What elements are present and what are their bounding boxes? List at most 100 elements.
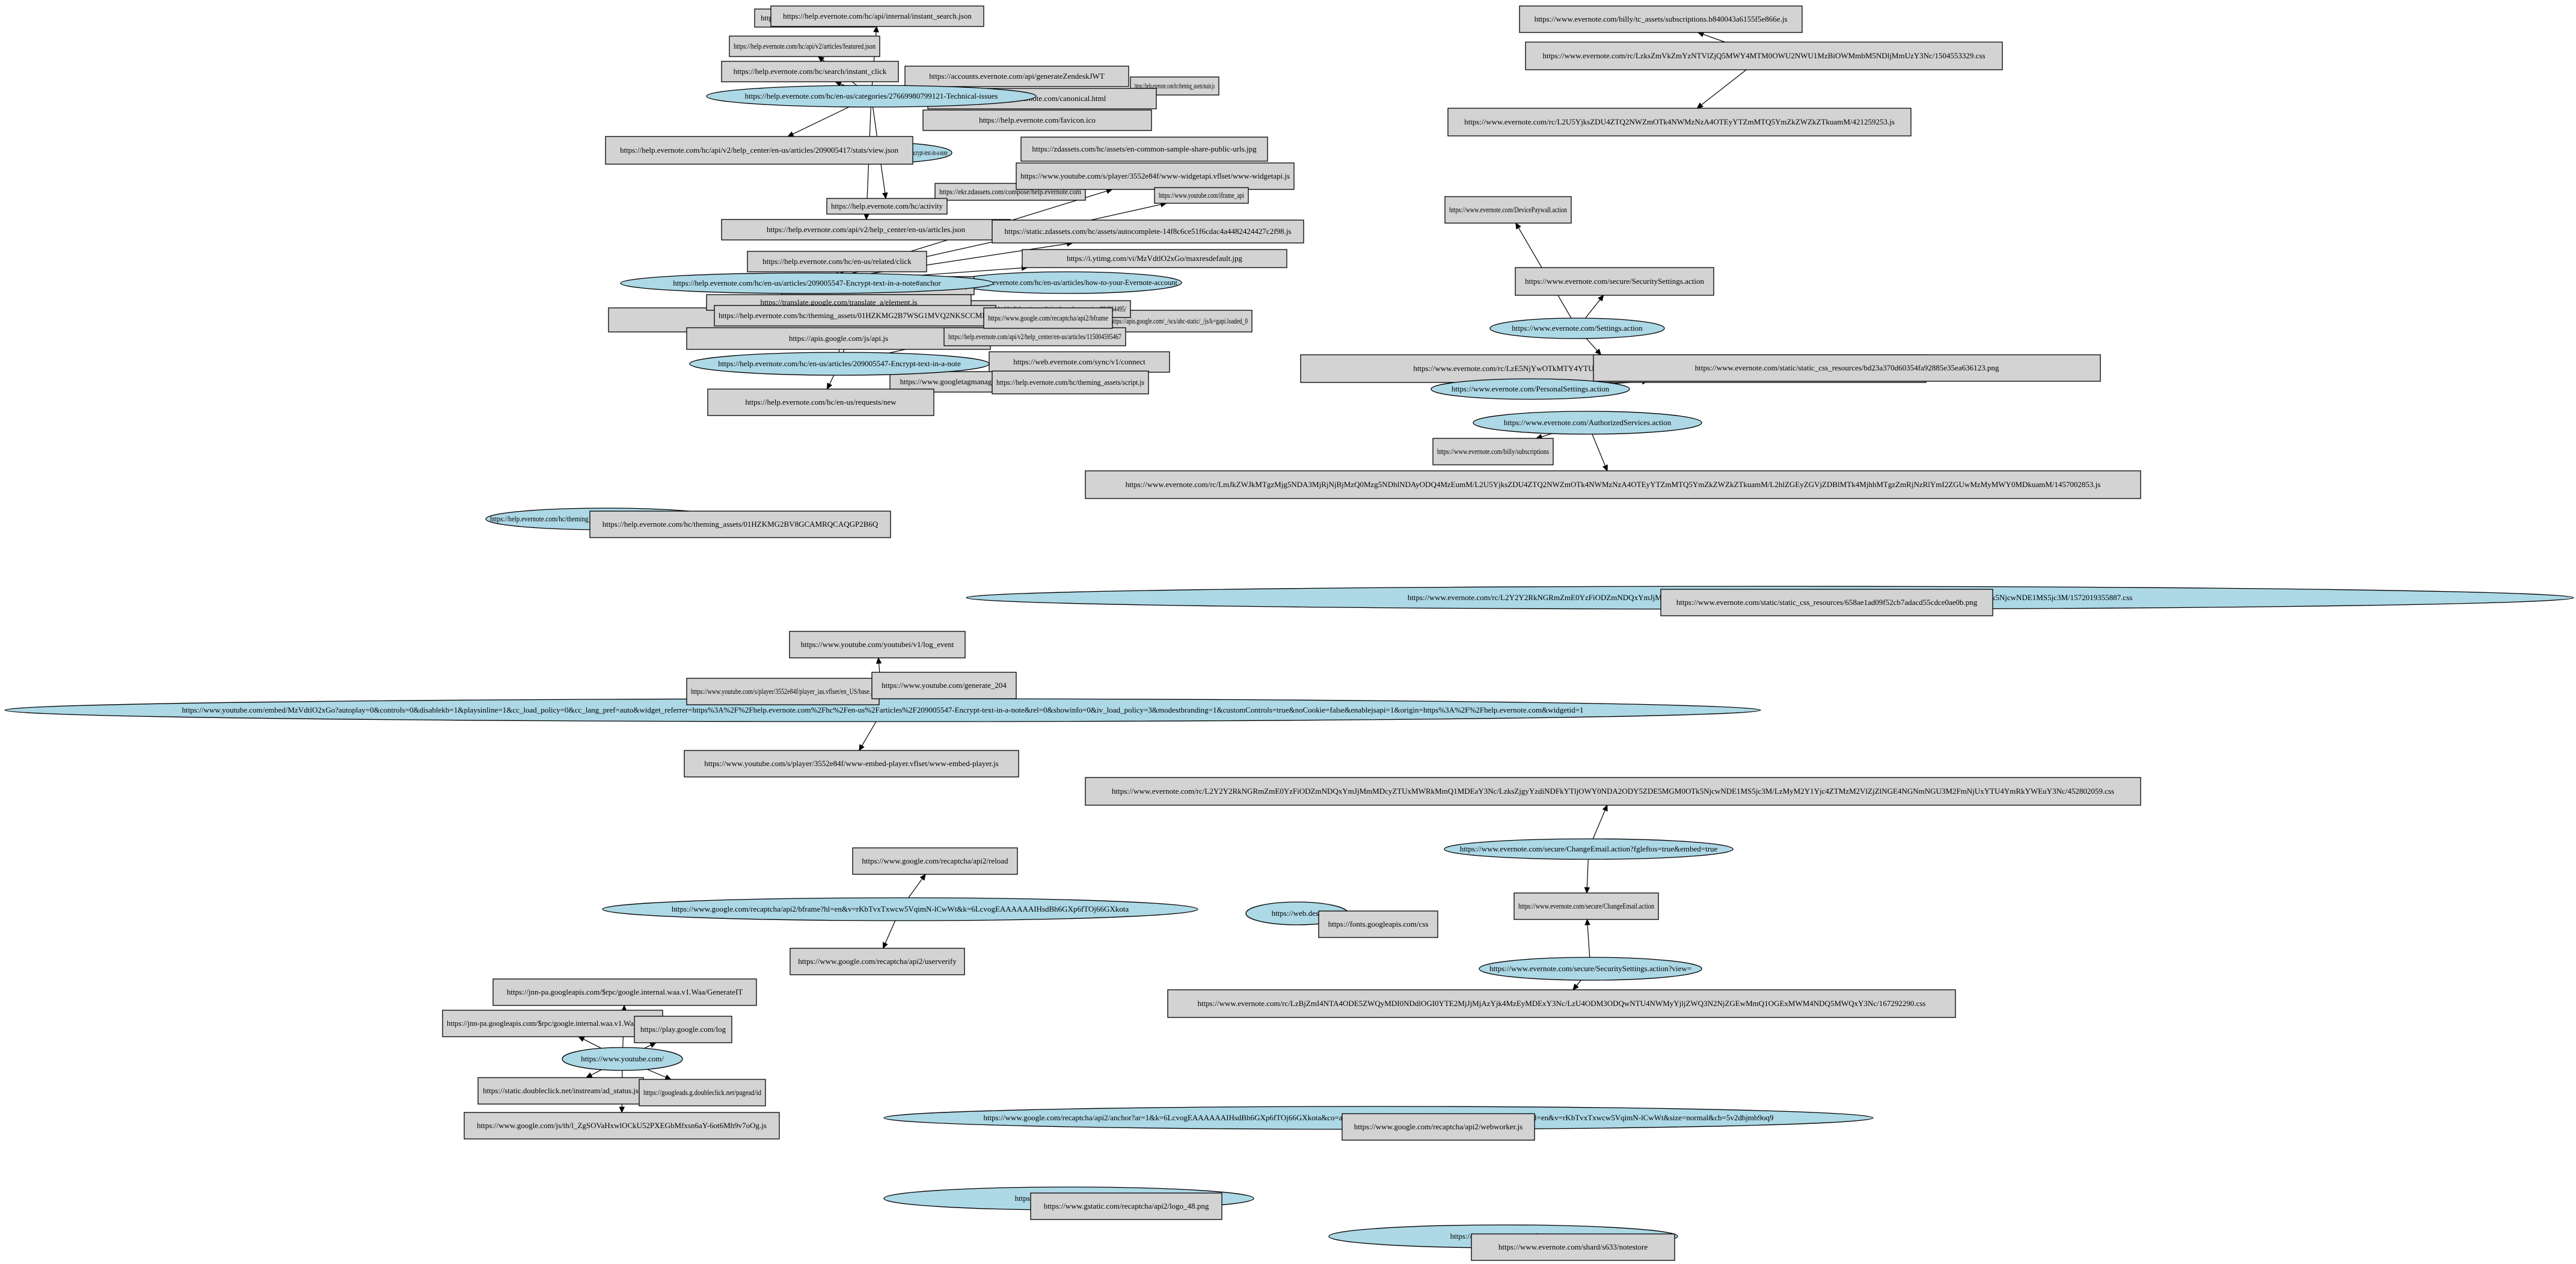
node-ellipse	[689, 352, 990, 376]
arrowhead-icon	[1602, 464, 1608, 472]
node-label: https://www.youtube.com/embed/MzVdtlO2xG…	[182, 705, 1583, 714]
node-ellipse	[1479, 957, 1702, 981]
node-ellipse	[706, 85, 1037, 108]
graph-node-page: https://www.evernote.com/secure/ChangeEm…	[1444, 838, 1734, 860]
graph-node-resource: https://www.evernote.com/billy/tc_assets…	[1519, 5, 1803, 33]
edge-n53-to-n52	[644, 1042, 657, 1049]
arrowhead-icon	[578, 1036, 585, 1042]
graph-node-resource: https://help.evernote.com/hc/theming_ass…	[992, 370, 1149, 394]
node-label: https://fonts.googleapis.com/css	[1328, 919, 1429, 928]
node-box	[464, 1112, 780, 1140]
arrowhead-icon	[873, 25, 879, 32]
node-label: https://www.google.com/recaptcha/api2/re…	[862, 856, 1008, 865]
arrowhead-icon	[1584, 887, 1590, 894]
graph-node-resource: https://help.evernote.com/hc/search/inst…	[721, 61, 899, 82]
edge-line	[908, 878, 923, 898]
graph-node-resource: https://help.evernote.com/hc/theming_ass…	[714, 305, 996, 327]
node-label: https://www.evernote.com/rc/LzksZmVkZmYz…	[1542, 51, 1985, 60]
node-box	[729, 35, 880, 57]
graph-node-resource: https://static.zdassets.com/hc/assets/au…	[992, 219, 1304, 244]
graph-node-resource: https://www.evernote.com/rc/LmJkZWJkMTgz…	[1085, 470, 2141, 499]
arrowhead-icon	[827, 382, 833, 390]
node-box	[1167, 989, 1956, 1018]
node-label: https://googleads.g.doubleclick.net/page…	[643, 1088, 761, 1097]
edge-n41-to-n42	[1584, 859, 1590, 894]
graph-node-resource: https://help.evernote.com/hc/theming_ass…	[589, 511, 891, 538]
edge-n43-to-n42	[1584, 918, 1590, 958]
node-box	[1342, 1113, 1535, 1141]
arrowhead-icon	[919, 874, 926, 881]
edge-line	[1592, 434, 1606, 466]
node-box	[943, 327, 1126, 346]
node-label: https://help.evernote.com/hc/en-us/artic…	[957, 278, 1177, 287]
arrowhead-icon	[1584, 918, 1590, 925]
edge-line	[583, 1039, 602, 1049]
node-label: https://help.evernote.com/hc/api/v2/arti…	[734, 41, 876, 51]
node-label: https://www.youtube.com/generate_204	[882, 681, 1007, 690]
node-box	[492, 978, 757, 1006]
node-box	[852, 847, 1018, 875]
graph-node-page: https://www.evernote.com/PersonalSetting…	[1431, 378, 1630, 400]
node-label: https://help.evernote.com/api/v2/help_ce…	[948, 332, 1121, 341]
graph-node-resource: https://www.evernote.com/rc/LzksZmVkZmYz…	[1525, 41, 2003, 70]
node-label: https://www.evernote.com/shard/s633/note…	[1498, 1242, 1648, 1251]
node-label: https://www.youtube.com/s/player/3552e84…	[704, 759, 998, 768]
node-box	[1515, 267, 1714, 296]
node-label: https://help.evernote.com/favicon.ico	[979, 115, 1096, 124]
node-box	[1525, 41, 2003, 70]
node-box	[1085, 470, 2141, 499]
node-label: https://help.evernote.com/hc/theming_ass…	[603, 520, 879, 529]
node-ellipse	[602, 897, 1198, 921]
node-label: https://www.evernote.com/secure/ChangeEm…	[1460, 844, 1718, 853]
node-label: https://www.evernote.com/AuthorizedServi…	[1504, 418, 1672, 427]
graph-node-page: https://www.google.com/recaptcha/api2/bf…	[602, 897, 1198, 921]
node-label: https://www.google.com/recaptcha/api2/we…	[1354, 1122, 1523, 1131]
node-box	[1471, 1233, 1675, 1261]
node-label: https://www.evernote.com/rc/LmJkZWJkMTgz…	[1126, 480, 2101, 489]
arrowhead-icon	[1598, 295, 1604, 302]
node-box	[992, 370, 1149, 394]
node-label: https://help.evernote.com/hc/en-us/relat…	[762, 257, 912, 266]
node-box	[989, 351, 1170, 373]
node-label: https://www.evernote.com/Settings.action	[1512, 324, 1643, 333]
node-label: https://apis.google.com/js/api.js	[789, 334, 888, 343]
node-box	[1022, 249, 1287, 268]
graph-node-resource: https://www.evernote.com/rc/L2Y2Y2RkNGRm…	[1085, 777, 2141, 806]
edge-line	[1701, 69, 1747, 105]
node-label: https://i.ytimg.com/vi/MzVdtlO2xGo/maxre…	[1067, 254, 1243, 263]
node-label: https://www.google.com/js/th/l_ZgSOVaHxw…	[477, 1121, 767, 1130]
node-box	[1447, 108, 1912, 137]
node-box	[721, 219, 1011, 241]
node-box	[605, 136, 913, 165]
arrowhead-icon	[664, 1074, 672, 1080]
node-box	[589, 511, 891, 538]
arrowhead-icon	[882, 192, 888, 200]
edge-line	[1586, 338, 1598, 351]
graph-node-resource: https://www.evernote.com/shard/s633/note…	[1471, 1233, 1675, 1261]
arrowhead-icon	[863, 213, 869, 221]
graph-node-resource: https://apis.google.com/_/scs/abc-static…	[1106, 310, 1253, 333]
node-box	[922, 109, 1152, 131]
node-box	[1432, 438, 1554, 465]
node-label: https://help.evernote.com/hc/theming_ass…	[1135, 81, 1215, 90]
node-box	[1016, 162, 1295, 190]
node-label: https://www.youtube.com/s/player/3552e84…	[691, 687, 875, 696]
node-box	[721, 61, 899, 82]
graph-node-resource: https://www.gstatic.com/recaptcha/api2/l…	[1030, 1192, 1222, 1220]
node-box	[1519, 5, 1803, 33]
graph-node-resource: https://www.evernote.com/static/static_c…	[1660, 589, 1993, 616]
node-box	[1593, 354, 2101, 382]
node-label: https://www.evernote.com/rc/L2Y2Y2RkNGRm…	[1112, 787, 2114, 796]
node-box	[714, 305, 996, 327]
node-box	[789, 631, 966, 658]
arrowhead-icon	[817, 56, 825, 63]
edge-line	[1541, 433, 1553, 437]
graph-node-resource: https://www.google.com/js/th/l_ZgSOVaHxw…	[464, 1112, 780, 1140]
graph-node-page: https://www.evernote.com/Settings.action	[1489, 318, 1665, 339]
graph-node-resource: https://www.evernote.com/static/static_c…	[1593, 354, 2101, 382]
node-box	[477, 1077, 644, 1105]
node-box	[634, 1016, 732, 1043]
edge-n41-to-n40	[1592, 804, 1608, 839]
node-box	[686, 678, 880, 705]
node-label: https://www.evernote.com/rc/LzBjZmI4NTA4…	[1198, 999, 1926, 1008]
